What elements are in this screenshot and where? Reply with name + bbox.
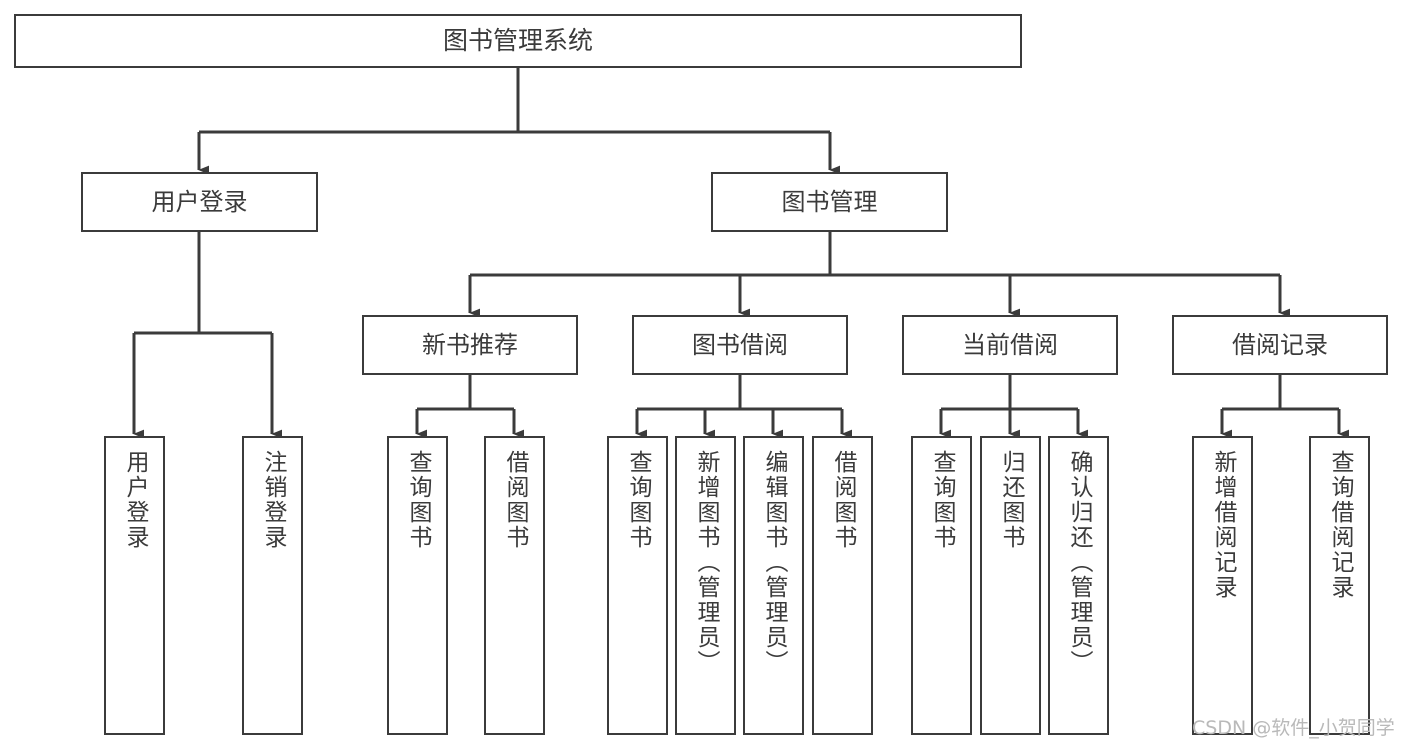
node-borrow-record[interactable]: 借阅记录	[1172, 315, 1388, 375]
node-label: 借阅图书	[830, 450, 856, 550]
node-leaf-query-book-current[interactable]: 查询图书	[911, 436, 972, 735]
node-label: 图书借阅	[692, 330, 788, 359]
node-label: 归还图书	[998, 450, 1024, 550]
node-leaf-query-book-borrow[interactable]: 查询图书	[607, 436, 668, 735]
node-leaf-user-logout[interactable]: 注销登录	[242, 436, 303, 735]
node-leaf-add-book[interactable]: 新增图书（管理员）	[675, 436, 736, 735]
node-label: 查询借阅记录	[1327, 450, 1353, 600]
node-leaf-borrow-book[interactable]: 借阅图书	[812, 436, 873, 735]
node-label: 新增借阅记录	[1210, 450, 1236, 600]
node-label: 新书推荐	[422, 330, 518, 359]
node-label: 当前借阅	[962, 330, 1058, 359]
node-leaf-return-book[interactable]: 归还图书	[980, 436, 1041, 735]
node-book-management[interactable]: 图书管理	[711, 172, 948, 232]
node-label: 新增图书（管理员）	[693, 450, 719, 675]
node-label: 查询图书	[625, 450, 651, 550]
node-label: 图书管理系统	[442, 26, 593, 56]
node-leaf-query-borrow-record[interactable]: 查询借阅记录	[1309, 436, 1370, 735]
node-label: 查询图书	[929, 450, 955, 550]
node-current-borrow[interactable]: 当前借阅	[902, 315, 1118, 375]
node-label: 确认归还（管理员）	[1066, 450, 1092, 675]
node-label: 用户登录	[122, 450, 148, 550]
node-leaf-confirm-return[interactable]: 确认归还（管理员）	[1048, 436, 1109, 735]
node-label: 用户登录	[151, 187, 248, 216]
node-new-book-recommend[interactable]: 新书推荐	[362, 315, 578, 375]
node-book-borrow[interactable]: 图书借阅	[632, 315, 848, 375]
node-root-book-management-system[interactable]: 图书管理系统	[14, 14, 1022, 68]
node-leaf-add-borrow-record[interactable]: 新增借阅记录	[1192, 436, 1253, 735]
node-label: 借阅记录	[1232, 330, 1328, 359]
node-label: 图书管理	[781, 187, 878, 216]
node-leaf-borrow-book-recommend[interactable]: 借阅图书	[484, 436, 545, 735]
watermark-text: CSDN @软件_小贺同学	[1192, 717, 1395, 739]
node-label: 查询图书	[405, 450, 431, 550]
node-label: 编辑图书（管理员）	[761, 450, 787, 675]
node-label: 借阅图书	[502, 450, 528, 550]
node-leaf-query-book-recommend[interactable]: 查询图书	[387, 436, 448, 735]
node-user-login[interactable]: 用户登录	[81, 172, 318, 232]
node-leaf-user-login[interactable]: 用户登录	[104, 436, 165, 735]
node-label: 注销登录	[260, 450, 286, 550]
node-leaf-edit-book[interactable]: 编辑图书（管理员）	[743, 436, 804, 735]
